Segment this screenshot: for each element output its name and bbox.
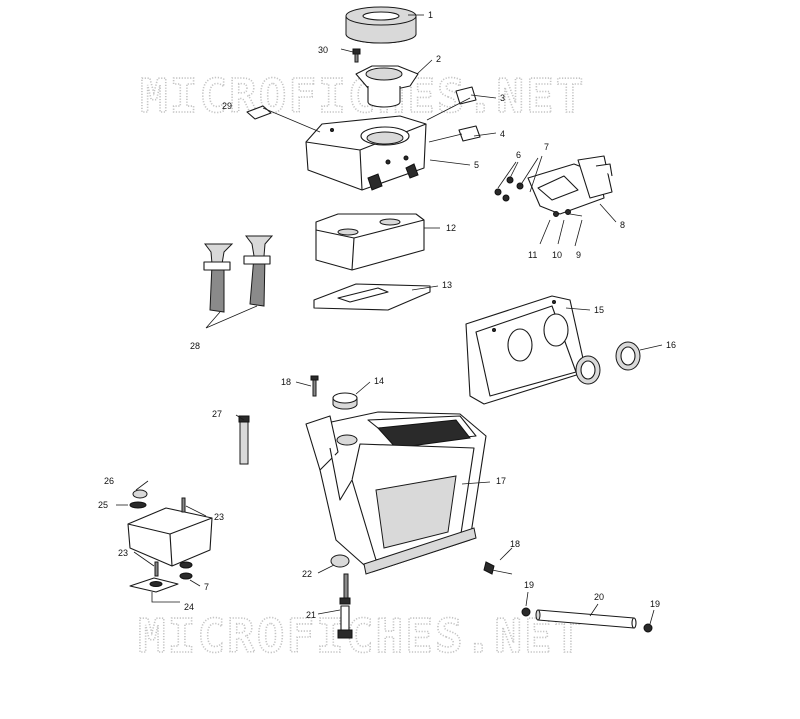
- callout-28: 28: [190, 341, 200, 351]
- part-3-decal: [455, 86, 477, 105]
- callout-27: 27: [212, 409, 222, 419]
- callout-19-left: 19: [524, 580, 534, 590]
- part-2-intake-adapter: [355, 65, 419, 108]
- callout-11: 11: [528, 250, 537, 260]
- part-19-20-tube-clamps: [521, 607, 653, 633]
- callout-5: 5: [474, 160, 479, 170]
- callout-15: 15: [594, 305, 604, 315]
- callout-20: 20: [594, 592, 604, 602]
- part-4-decal: [458, 125, 481, 142]
- callout-16: 16: [666, 340, 676, 350]
- callout-3: 3: [500, 93, 505, 103]
- callout-7: 7: [544, 142, 549, 152]
- part-18-bolt-bottom: [483, 561, 513, 575]
- callout-24: 24: [184, 602, 194, 612]
- callout-9: 9: [576, 250, 581, 260]
- callout-29: 29: [222, 101, 232, 111]
- part-28-velocity-stacks: [203, 235, 274, 313]
- watermark-bottom: MICROFICHES.NET: [138, 609, 583, 663]
- leader-lines: [116, 14, 663, 625]
- part-17-airbox-base: [305, 411, 487, 575]
- callout-13: 13: [442, 280, 452, 290]
- callout-6: 6: [516, 150, 521, 160]
- callout-22: 22: [302, 569, 312, 579]
- part-16-boots: [575, 341, 641, 385]
- callout-18-top: 18: [281, 377, 291, 387]
- part-13-plate: [313, 283, 431, 311]
- callout-8: 8: [620, 220, 625, 230]
- part-15-gasket-frame: [465, 295, 587, 405]
- callout-4: 4: [500, 129, 505, 139]
- callout-23-left: 23: [118, 548, 128, 558]
- callout-18-bottom: 18: [510, 539, 520, 549]
- part-21-drain: [337, 573, 353, 639]
- callout-12: 12: [446, 223, 456, 233]
- part-22-grommet: [330, 554, 350, 568]
- callout-14: 14: [374, 376, 384, 386]
- callout-21: 21: [306, 610, 316, 620]
- callout-7-lower: 7: [204, 582, 209, 592]
- callout-labels: 1 2 30 3 4 5 29 6 7 8 9 10 11 12 13 28 1…: [98, 10, 676, 620]
- part-12-filter: [315, 213, 425, 271]
- callout-2: 2: [436, 54, 441, 64]
- callout-19-right: 19: [650, 599, 660, 609]
- part-1-foam-ring: [345, 6, 417, 44]
- part-18-bolt-top: [310, 375, 319, 397]
- part-6-11-bracket-assembly: [494, 155, 613, 217]
- part-14-cap: [332, 392, 358, 410]
- part-30-screw: [352, 48, 361, 63]
- part-27-strap: [238, 415, 250, 465]
- callout-26: 26: [104, 476, 114, 486]
- callout-10: 10: [552, 250, 562, 260]
- callout-23-right: 23: [214, 512, 224, 522]
- callout-25: 25: [98, 500, 108, 510]
- part-5-airbox-lid: [305, 115, 427, 191]
- callout-1: 1: [428, 10, 433, 20]
- part-23-26-control-box: [127, 489, 213, 593]
- callout-17: 17: [496, 476, 506, 486]
- callout-30: 30: [318, 45, 328, 55]
